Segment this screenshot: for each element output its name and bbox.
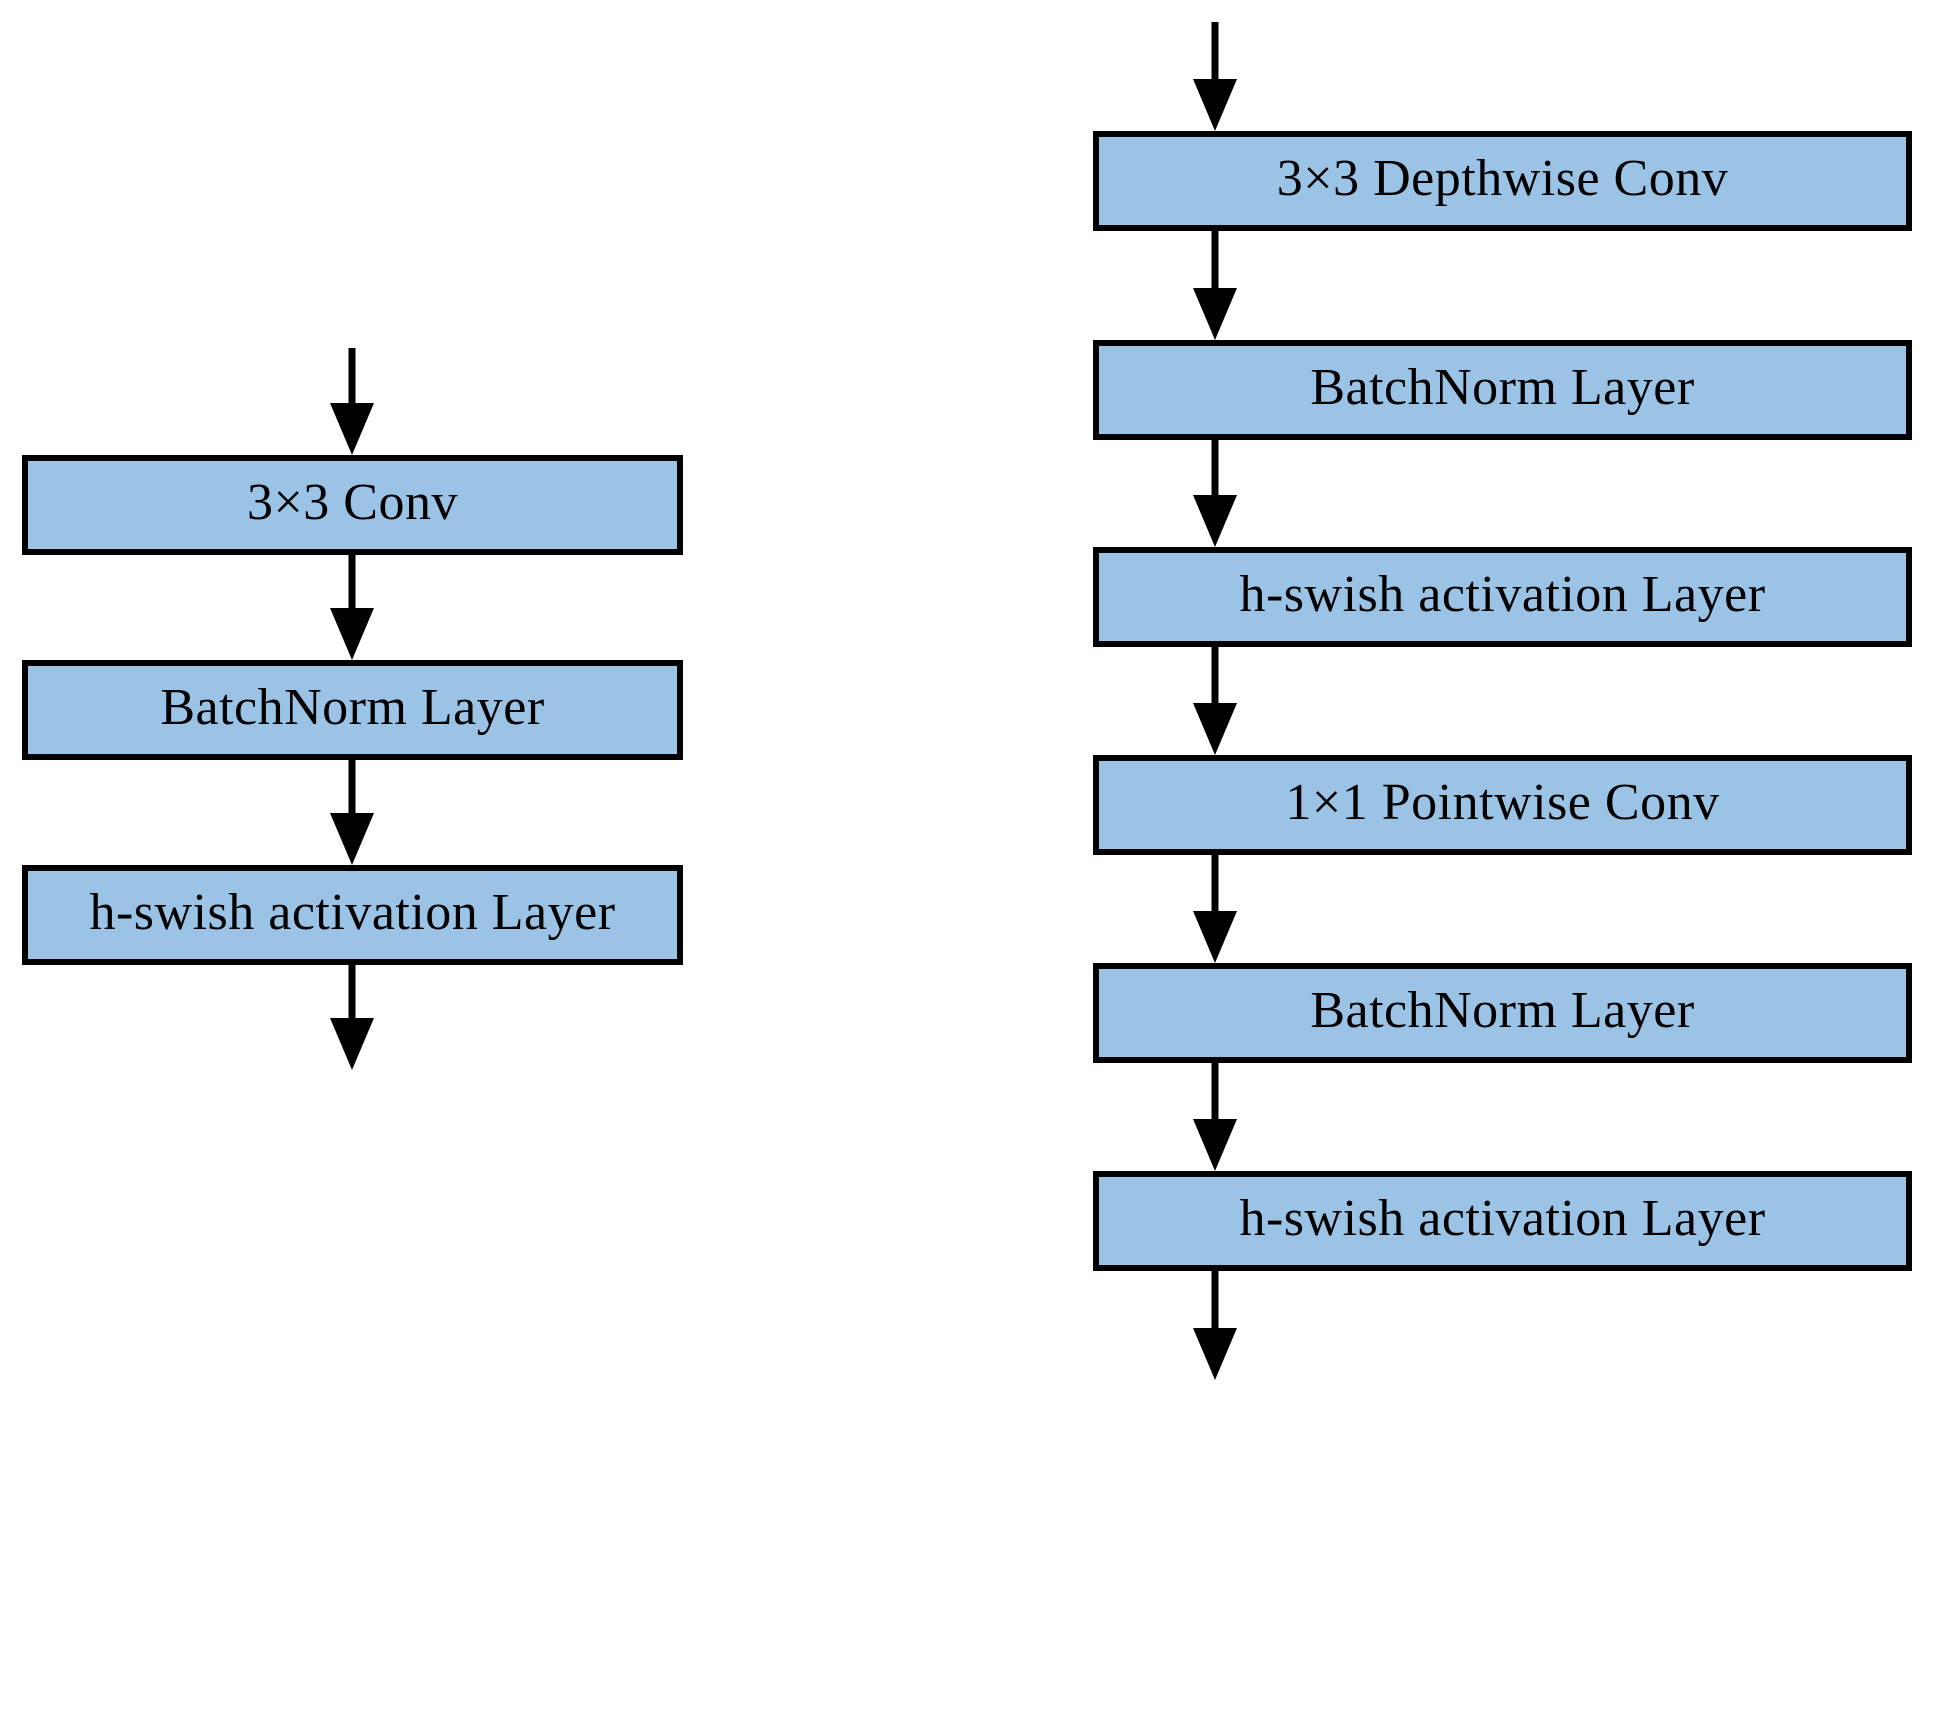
right-pointwise-conv: 1×1 Pointwise Conv [1093,755,1912,855]
right-depthwise-conv: 3×3 Depthwise Conv [1093,131,1912,231]
right-hswish-2-label: h-swish activation Layer [1239,1190,1766,1247]
left-batchnorm-label: BatchNorm Layer [160,679,545,736]
right-arrow-pw-to-bn2 [1193,855,1237,963]
left-arrow-conv-to-bn [330,555,374,660]
left-hswish-label: h-swish activation Layer [89,884,616,941]
right-pointwise-conv-label: 1×1 Pointwise Conv [1285,774,1720,831]
right-arrow-bn1-to-hs1 [1193,440,1237,547]
right-arrow-dw-to-bn1 [1193,231,1237,340]
left-hswish: h-swish activation Layer [22,865,683,965]
left-conv: 3×3 Conv [22,455,683,555]
left-arrow-bn-to-hswish [330,760,374,865]
right-arrow-out [1193,1271,1237,1380]
right-batchnorm-1-label: BatchNorm Layer [1310,359,1695,416]
right-batchnorm-2-label: BatchNorm Layer [1310,982,1695,1039]
left-arrow-in [330,348,374,455]
right-batchnorm-2: BatchNorm Layer [1093,963,1912,1063]
right-arrow-in [1193,22,1237,131]
right-batchnorm-1: BatchNorm Layer [1093,340,1912,440]
right-hswish-1-label: h-swish activation Layer [1239,566,1766,623]
right-arrow-bn2-to-hs2 [1193,1063,1237,1171]
left-arrow-out [330,965,374,1070]
right-arrow-hs1-to-pw [1193,647,1237,755]
right-hswish-2: h-swish activation Layer [1093,1171,1912,1271]
left-batchnorm: BatchNorm Layer [22,660,683,760]
right-hswish-1: h-swish activation Layer [1093,547,1912,647]
right-depthwise-conv-label: 3×3 Depthwise Conv [1276,150,1729,207]
left-conv-label: 3×3 Conv [246,474,458,531]
